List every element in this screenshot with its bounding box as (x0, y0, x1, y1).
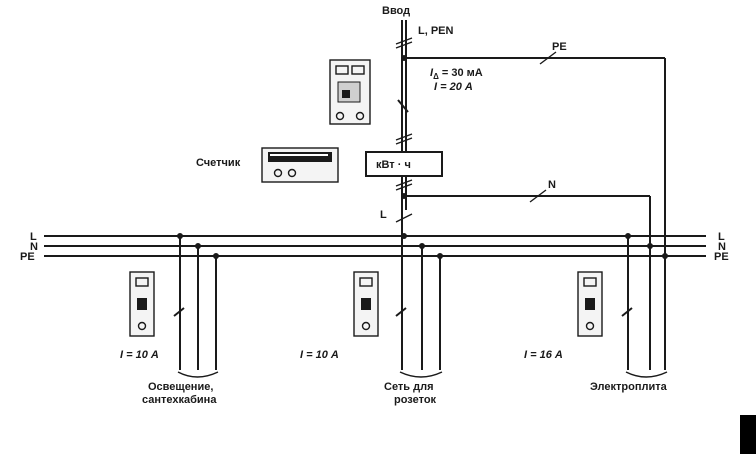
l-label: L (380, 209, 387, 221)
group-lighting (129, 233, 219, 378)
input-label: Ввод (382, 5, 410, 17)
rcd-device (329, 59, 371, 125)
group-stove-load-1: Электроплита (590, 381, 668, 393)
group-lighting-current: I = 10 А (120, 349, 159, 361)
l-tick (395, 213, 413, 223)
group-lighting-load-2: сантехкабина (142, 394, 217, 406)
group-lighting-load-1: Освещение, (148, 381, 213, 393)
meter-device (261, 147, 339, 183)
bus-left-n: N (30, 241, 38, 253)
rcd-idelta-label: IΔ = 30 мА (430, 67, 483, 81)
rcd-current-label: I = 20 А (434, 81, 473, 93)
group-stove (577, 233, 668, 378)
kwh-label: кВт · ч (376, 159, 411, 171)
group-sockets (353, 233, 443, 378)
pe-top-label: PE (552, 41, 567, 53)
l-pen-label: L, PEN (418, 25, 454, 37)
meter-label: Счетчик (196, 157, 241, 169)
n-junction (401, 193, 407, 199)
rcd-switch-contact (397, 99, 409, 113)
pe-junction (401, 55, 407, 61)
bus-right-pe: PE (714, 251, 729, 263)
bus-right-n: N (718, 241, 726, 253)
kwh-box (365, 151, 443, 177)
group-sockets-current: I = 10 А (300, 349, 339, 361)
bus-right-l: L (718, 231, 725, 243)
bus-left-l: L (30, 231, 37, 243)
pe-tick (539, 51, 557, 65)
cable-tick-marks (395, 37, 413, 191)
group-sockets-load-1: Сеть для (384, 381, 434, 393)
n-label: N (548, 179, 556, 191)
group-sockets-load-2: розеток (394, 394, 437, 406)
black-corner-block (740, 415, 756, 454)
group-stove-current: I = 16 А (524, 349, 563, 361)
bus-left-pe: PE (20, 251, 35, 263)
n-tick (529, 189, 547, 203)
